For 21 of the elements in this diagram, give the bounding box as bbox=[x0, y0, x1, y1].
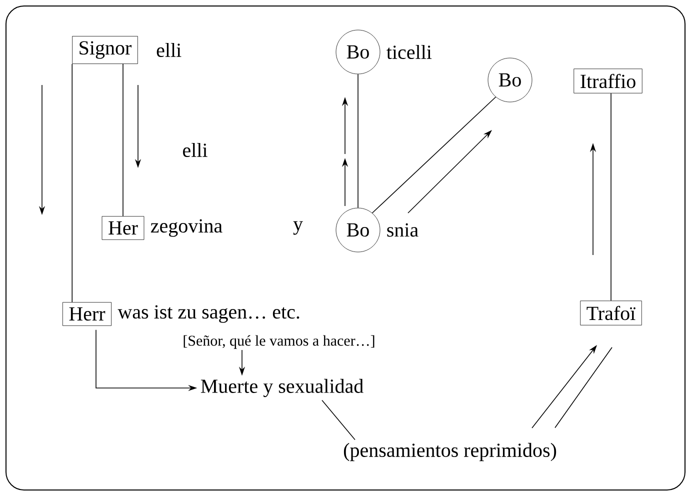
connector-line bbox=[322, 400, 356, 440]
connector-line bbox=[372, 96, 496, 214]
connector-line bbox=[610, 92, 612, 302]
word-text: elli bbox=[156, 42, 182, 58]
connector-line bbox=[72, 64, 73, 303]
phrase-text: [Señor, qué le vamos a hacer…] bbox=[184, 335, 374, 349]
word-box: Itraffio bbox=[574, 68, 642, 94]
word-text: was ist zu sagen… etc. bbox=[118, 305, 300, 323]
word-box: Signor bbox=[72, 36, 138, 64]
word-text: ticelli bbox=[386, 44, 432, 60]
connector-line bbox=[122, 64, 124, 217]
phrase-text: (pensamientos reprimidos) bbox=[344, 442, 556, 462]
word-box: Herr bbox=[62, 302, 112, 326]
connector-line bbox=[554, 346, 612, 428]
word-text: zegovina bbox=[150, 219, 222, 237]
phrase-text: Muerte y sexualidad bbox=[200, 378, 364, 398]
word-box: Her bbox=[102, 216, 144, 240]
word-text: y bbox=[293, 221, 303, 235]
word-text: snia bbox=[387, 223, 418, 237]
word-box: Trafoï bbox=[580, 300, 642, 326]
word-text: elli bbox=[183, 142, 208, 158]
